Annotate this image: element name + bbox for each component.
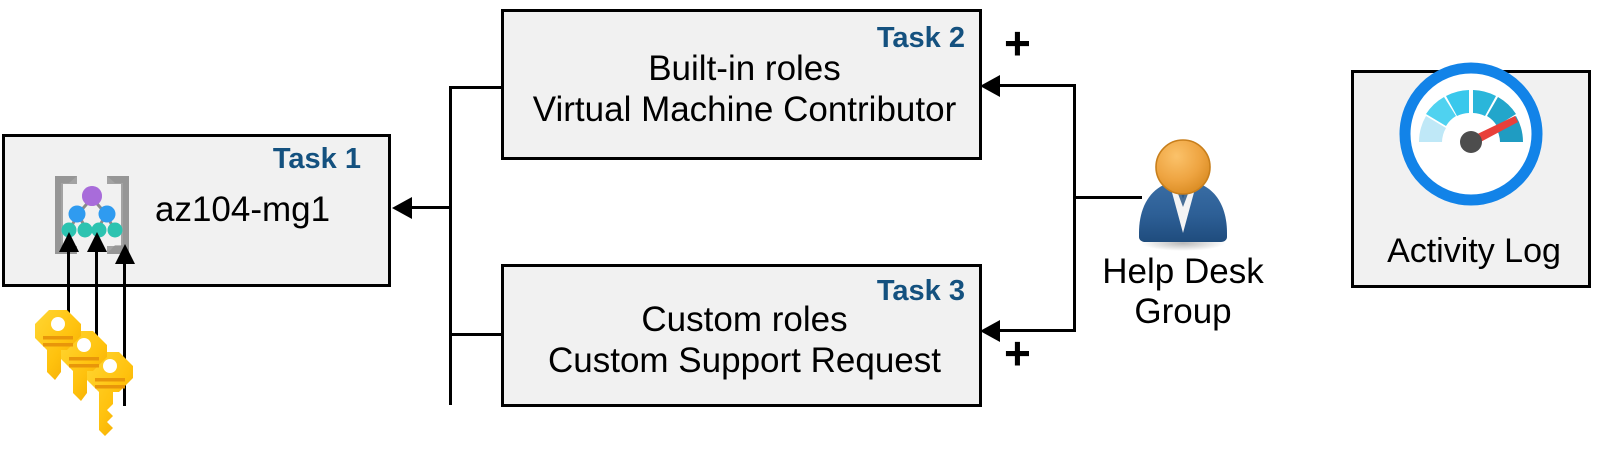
help-desk-group-label: Help Desk Group: [1102, 252, 1264, 332]
key-arrow-head-3: [115, 244, 135, 264]
gauge-icon: [1393, 56, 1549, 212]
key-arrow-line-2: [95, 244, 98, 384]
plus-sign-task-2: +: [1004, 17, 1031, 69]
task-3-text: Custom roles Custom Support Request: [504, 299, 985, 382]
arrow-head-to-task-1: [392, 197, 412, 219]
connector-left-vertical: [449, 86, 452, 405]
arrow-head-to-task-3: [980, 320, 1000, 342]
task-1-box[interactable]: Task 1 az104-mg1: [2, 134, 391, 287]
task-3-box[interactable]: Task 3 Custom roles Custom Support Reque…: [501, 264, 982, 407]
arrow-head-to-task-2: [980, 75, 1000, 97]
task-2-label: Task 2: [876, 22, 965, 54]
connector-left-to-task-1: [410, 206, 452, 209]
task-3-line-1: Custom roles: [641, 300, 848, 339]
task-2-line-1: Built-in roles: [648, 49, 841, 88]
connector-right-vertical: [1073, 84, 1076, 332]
connector-right-to-help-desk: [1073, 196, 1142, 199]
task-2-box[interactable]: Task 2 Built-in roles Virtual Machine Co…: [501, 9, 982, 160]
task-3-line-2: Custom Support Request: [548, 341, 941, 381]
task-1-label: Task 1: [272, 143, 361, 175]
keys-icon: [35, 310, 150, 445]
connector-left-to-task-2: [449, 86, 504, 89]
key-arrow-line-1: [67, 244, 70, 358]
task-1-text: az104-mg1: [155, 190, 331, 229]
connector-left-to-task-3: [449, 333, 504, 336]
connector-right-to-task-3: [998, 329, 1076, 332]
task-4-text: Activity Log: [1387, 232, 1561, 270]
connector-right-to-task-2: [998, 84, 1076, 87]
key-arrow-head-2: [87, 232, 107, 252]
task-3-label: Task 3: [876, 275, 965, 307]
key-arrow-head-1: [59, 232, 79, 252]
plus-sign-task-3: +: [1004, 327, 1031, 379]
task-2-line-2: Virtual Machine Contributor: [532, 90, 957, 130]
task-2-text: Built-in roles Virtual Machine Contribut…: [504, 48, 985, 131]
user-icon: [1126, 137, 1241, 252]
key-arrow-line-3: [123, 256, 126, 406]
